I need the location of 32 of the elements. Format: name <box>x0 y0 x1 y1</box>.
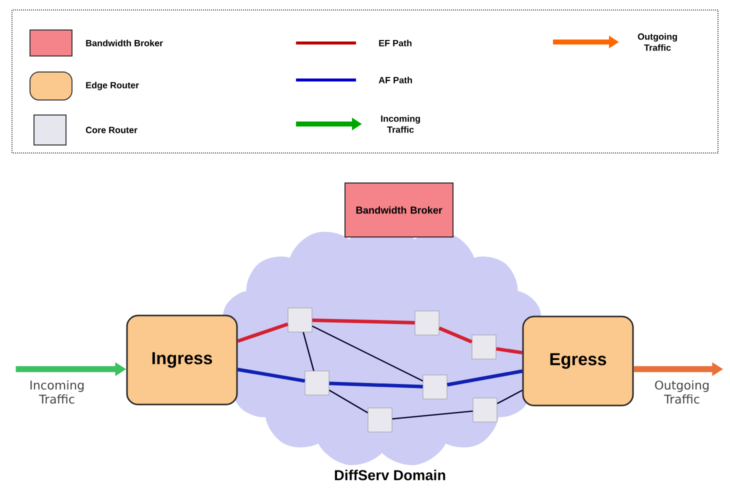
traffic-label: Incoming Traffic <box>30 380 84 404</box>
link-line <box>328 390 368 414</box>
link-line <box>312 325 424 382</box>
core-router-box <box>368 408 392 432</box>
core-router-box <box>472 334 496 360</box>
link-line <box>496 390 523 404</box>
legend-label: Outgoing Traffic <box>638 33 677 51</box>
link-line <box>446 369 523 386</box>
core-router-box <box>304 370 330 396</box>
link-line <box>237 322 288 343</box>
link-line <box>312 318 415 324</box>
link-line <box>392 410 473 420</box>
core-router-box <box>288 308 312 332</box>
traffic-label: Outgoing Traffic <box>655 380 709 404</box>
cloud-heading: DiffServ Domain <box>334 470 446 480</box>
link-line <box>237 368 306 383</box>
core-router-box <box>472 398 498 422</box>
legend-label: EF Path <box>379 40 412 46</box>
link-line <box>302 332 314 371</box>
core-router-box <box>422 374 448 400</box>
legend-label: AF Path <box>378 76 412 84</box>
edge-router-box: Egress <box>522 316 634 406</box>
link-line <box>438 326 472 344</box>
edge-router-box: Ingress <box>126 314 238 406</box>
legend-label: Bandwidth Broker <box>86 40 163 46</box>
broker-box: Bandwidth Broker <box>344 182 454 238</box>
legend-label: Core Router <box>86 126 138 134</box>
legend-label: Incoming Traffic <box>381 115 420 133</box>
legend-label: Edge Router <box>86 82 139 90</box>
link-line <box>496 347 523 354</box>
core-router-box <box>414 310 440 336</box>
link-line <box>329 382 423 388</box>
